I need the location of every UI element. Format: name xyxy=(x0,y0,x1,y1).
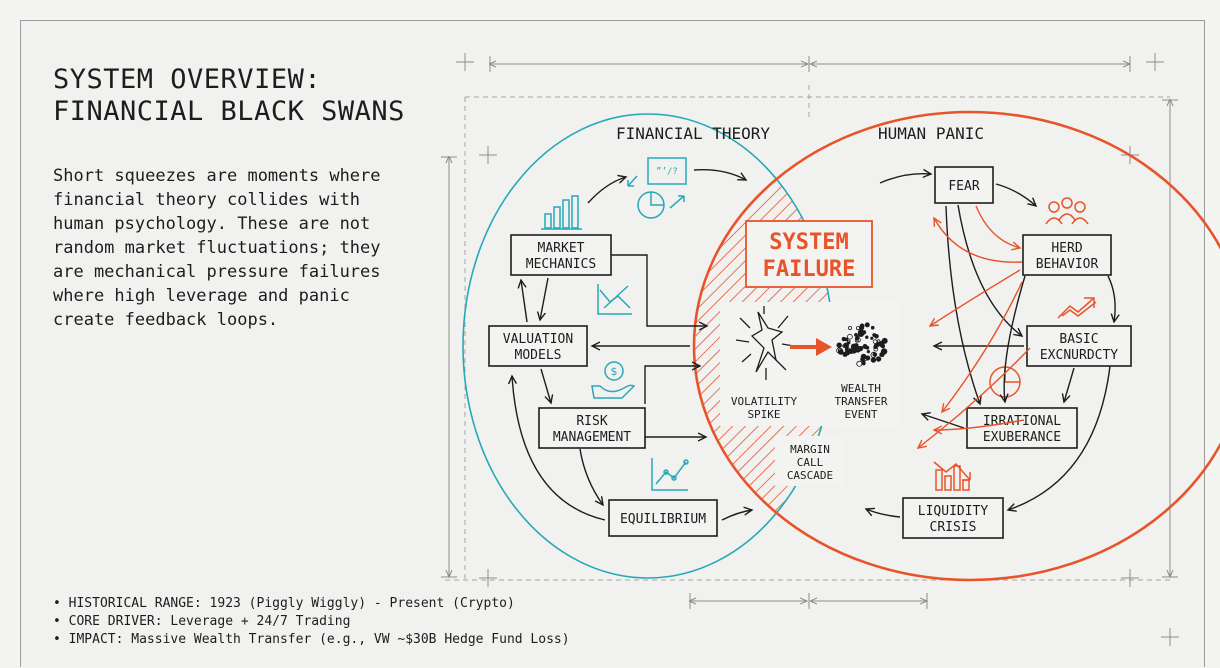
particle-dot xyxy=(844,350,851,356)
particle-dot xyxy=(841,336,846,342)
fact-list: HISTORICAL RANGE: 1923 (Piggly Wiggly) -… xyxy=(53,595,570,649)
node-equilibrium: EQUILIBRIUM xyxy=(608,499,718,537)
svg-text:HERD: HERD xyxy=(1051,241,1082,256)
falling-bars-icon xyxy=(933,461,971,491)
particle-dot xyxy=(866,349,871,354)
particle-dot xyxy=(847,341,851,345)
rising-chart-icon xyxy=(1057,297,1097,319)
svg-text:RISK: RISK xyxy=(576,414,607,429)
particle-dot xyxy=(864,322,870,328)
wealth-label-line-2: TRANSFER xyxy=(835,395,888,408)
failure-mechanism-panel: VOLATILITY SPIKE WEALTH TRANSFER EVENT xyxy=(720,302,900,426)
svg-text:IRRATIONAL: IRRATIONAL xyxy=(983,414,1061,429)
fact-impact: IMPACT: Massive Wealth Transfer (e.g., V… xyxy=(53,631,570,649)
particle-dot xyxy=(865,345,870,350)
particle-dot xyxy=(865,335,869,339)
svg-text:EXUBERANCE: EXUBERANCE xyxy=(983,430,1061,445)
node-liquidity-crisis: LIQUIDITY CRISIS xyxy=(902,497,1004,539)
svg-text:MARKET: MARKET xyxy=(538,241,585,256)
svg-text:MODELS: MODELS xyxy=(515,348,562,363)
human-panic-circle xyxy=(692,110,1220,582)
particle-dot xyxy=(859,323,865,329)
trend-chart-icon xyxy=(597,284,632,315)
particle-dot xyxy=(857,329,865,336)
node-valuation-models: VALUATION MODELS xyxy=(488,325,588,367)
svg-text:$: $ xyxy=(611,365,618,378)
node-risk-management: RISK MANAGEMENT xyxy=(538,407,646,449)
margin-line-3: CASCADE xyxy=(787,469,833,482)
wealth-transfer-icon xyxy=(836,322,888,367)
analytics-dashboard-icon: ”’/? xyxy=(627,157,687,219)
particle-dot xyxy=(837,349,844,355)
description-text: Short squeezes are moments where financi… xyxy=(53,166,381,330)
particle-dot xyxy=(847,333,853,340)
page-title: SYSTEM OVERVIEW: FINANCIAL BLACK SWANS xyxy=(53,64,405,128)
svg-text:VALUATION: VALUATION xyxy=(503,332,573,347)
margin-line-2: CALL xyxy=(797,456,824,469)
particle-dot xyxy=(873,346,879,352)
volatility-label-line-2: SPIKE xyxy=(747,408,780,421)
node-herd-behavior: HERD BEHAVIOR xyxy=(1022,234,1112,276)
svg-text:EQUILIBRIUM: EQUILIBRIUM xyxy=(620,512,706,527)
svg-text:CRISIS: CRISIS xyxy=(930,520,977,535)
diagram-frame xyxy=(20,20,1205,667)
people-group-icon xyxy=(1045,197,1089,225)
volatility-label-line-1: VOLATILITY xyxy=(731,395,798,408)
margin-line-1: MARGIN xyxy=(790,443,830,456)
node-irrational-exuberance: IRRATIONAL EXUBERANCE xyxy=(966,407,1078,449)
dimension-guides xyxy=(441,53,1179,646)
money-hand-icon: $ xyxy=(591,361,636,399)
particle-dot xyxy=(874,333,879,339)
theory-flow-arrows xyxy=(512,169,752,521)
dashboard-icon-label: ”’/? xyxy=(656,167,678,177)
svg-text:BASIC: BASIC xyxy=(1059,332,1098,347)
particle-dot xyxy=(836,342,842,348)
svg-text:LIQUIDITY: LIQUIDITY xyxy=(918,504,989,519)
fact-historical-range: HISTORICAL RANGE: 1923 (Piggly Wiggly) -… xyxy=(53,595,570,613)
system-failure-line-1: SYSTEM xyxy=(769,230,848,255)
margin-call-label: MARGIN CALL CASCADE xyxy=(775,436,845,486)
node-market-mechanics: MARKET MECHANICS xyxy=(510,234,612,276)
particle-dot xyxy=(877,339,881,343)
volatility-arrow xyxy=(790,338,832,356)
particle-dot xyxy=(870,336,874,340)
particle-dot xyxy=(855,335,860,340)
particle-dot xyxy=(856,360,863,367)
wealth-label-line-1: WEALTH xyxy=(841,382,881,395)
wealth-label-line-3: EVENT xyxy=(844,408,877,421)
particle-dot xyxy=(875,356,882,362)
panic-flow-arrows xyxy=(866,174,1115,518)
particle-dot xyxy=(861,361,866,366)
volatility-spike-icon xyxy=(735,306,795,380)
fact-core-driver: CORE DRIVER: Leverage + 24/7 Trading xyxy=(53,613,570,631)
particle-dot xyxy=(872,352,878,357)
node-fear: FEAR xyxy=(934,166,994,204)
svg-text:BEHAVIOR: BEHAVIOR xyxy=(1036,257,1099,272)
particle-dot xyxy=(870,325,875,330)
particle-dot xyxy=(879,342,884,346)
human-panic-label: HUMAN PANIC xyxy=(878,124,984,143)
title-line-1: SYSTEM OVERVIEW: xyxy=(53,64,322,95)
particle-dot xyxy=(880,352,885,357)
bar-chart-icon xyxy=(541,195,582,230)
svg-text:MANAGEMENT: MANAGEMENT xyxy=(553,430,631,445)
particle-dot xyxy=(856,326,861,331)
svg-text:EXCNURDCTY: EXCNURDCTY xyxy=(1040,348,1118,363)
financial-theory-label: FINANCIAL THEORY xyxy=(616,124,770,143)
node-basic-excnurdcty: BASIC EXCNURDCTY xyxy=(1026,325,1132,367)
particle-dot xyxy=(851,348,857,354)
particle-dot xyxy=(870,357,877,363)
svg-text:FEAR: FEAR xyxy=(948,179,979,194)
system-failure-badge: SYSTEM FAILURE xyxy=(745,220,873,288)
system-failure-line-2: FAILURE xyxy=(763,257,856,282)
particle-dot xyxy=(848,325,853,330)
particle-dot xyxy=(860,353,867,360)
title-line-2: FINANCIAL BLACK SWANS xyxy=(53,96,405,127)
growth-graph-icon xyxy=(651,458,689,491)
svg-text:MECHANICS: MECHANICS xyxy=(526,257,596,272)
